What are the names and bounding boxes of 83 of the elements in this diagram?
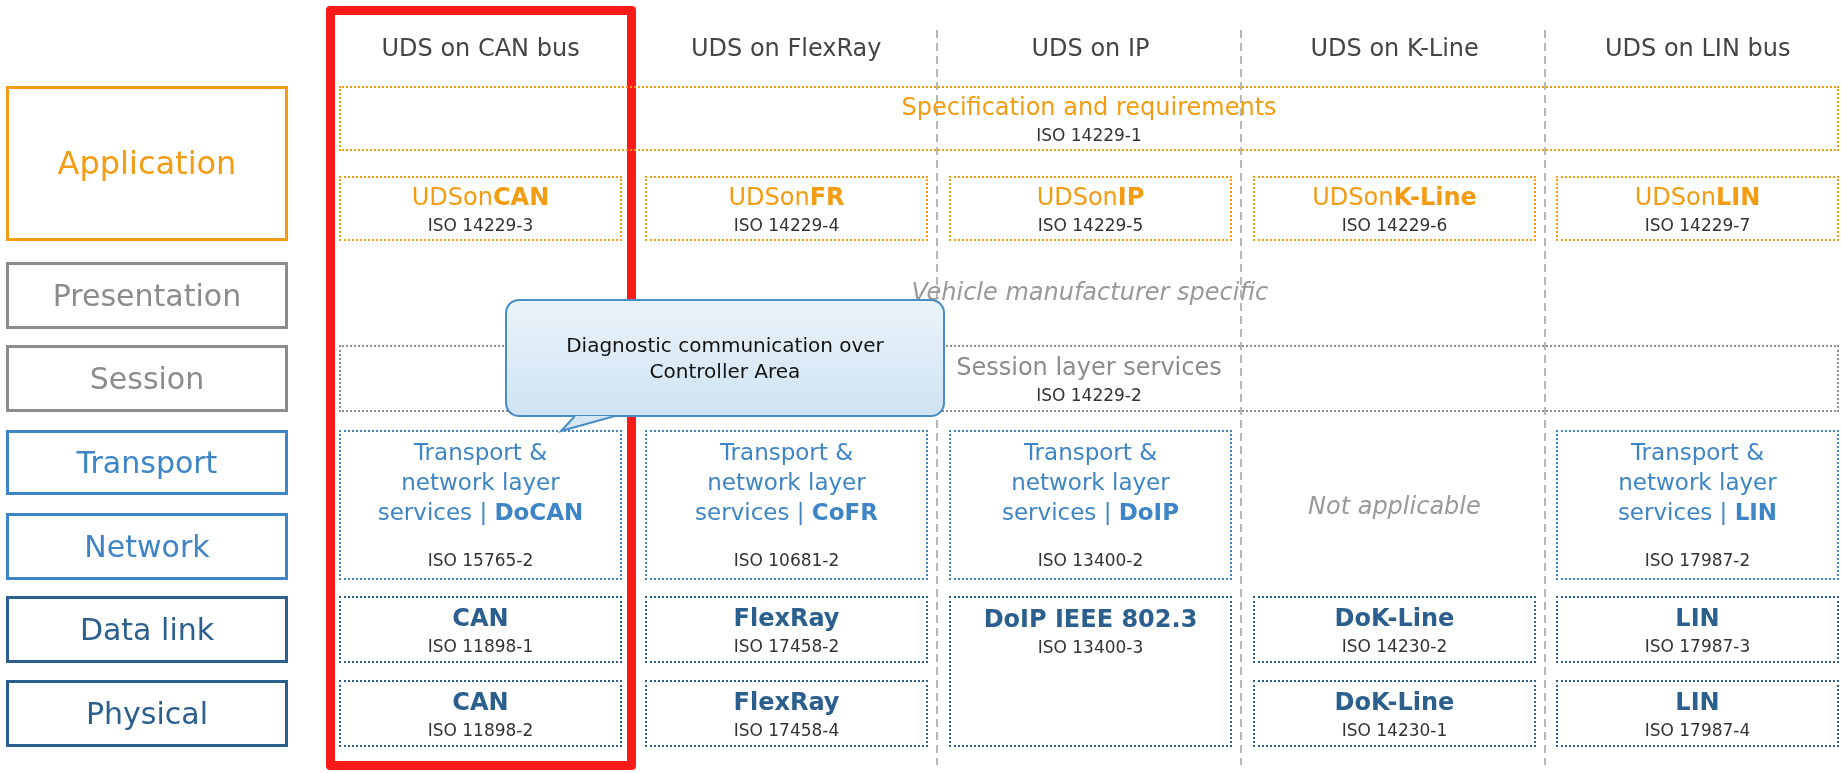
spec-box <box>645 596 928 663</box>
box-title: UDSonLIN <box>1634 181 1761 213</box>
box-title: DoIP IEEE 802.3 <box>983 604 1198 635</box>
spec-box <box>1253 176 1536 241</box>
layer-name: Presentation <box>52 277 242 315</box>
standard-number: ISO 14229-4 <box>733 215 840 236</box>
spec-box <box>339 86 1839 151</box>
standard-number: ISO 14229-5 <box>1037 215 1144 236</box>
spec-box <box>1253 596 1536 663</box>
spec-box <box>339 430 622 580</box>
box-title: UDSonFR <box>728 181 845 213</box>
layer-name: Network <box>84 528 210 566</box>
box-title: CAN <box>452 686 509 718</box>
column-heading: UDS on CAN bus <box>381 34 580 62</box>
layer-box <box>6 430 288 495</box>
box-title: CAN <box>452 602 509 634</box>
layer-box <box>6 513 288 580</box>
standard-number: ISO 14230-1 <box>1341 720 1448 741</box>
standard-number: ISO 15765-2 <box>427 550 534 570</box>
layer-name: Transport <box>76 444 218 482</box>
spec-box <box>1556 596 1839 663</box>
callout-bubble <box>505 299 945 417</box>
standard-number: ISO 14230-2 <box>1341 636 1448 657</box>
box-title: UDSonCAN <box>411 181 550 213</box>
spec-box <box>339 680 622 747</box>
column-heading: UDS on K-Line <box>1310 34 1479 62</box>
spec-box <box>645 176 928 241</box>
standard-number: ISO 14229-1 <box>1036 125 1142 146</box>
spec-box <box>1253 680 1536 747</box>
standard-number: ISO 17987-4 <box>1644 720 1751 741</box>
spec-box <box>1556 430 1839 580</box>
spec-box <box>949 430 1232 580</box>
box-title: UDSonK-Line <box>1312 181 1477 213</box>
standard-number: ISO 17458-2 <box>733 636 840 657</box>
layer-box <box>6 262 288 329</box>
box-title: Specification and requirements <box>901 91 1277 123</box>
layer-name: Data link <box>79 611 215 649</box>
layer-box <box>6 596 288 663</box>
spec-box <box>339 176 622 241</box>
layer-box <box>6 345 288 412</box>
layer-box <box>6 86 288 241</box>
standard-number: ISO 14229-2 <box>1036 385 1142 406</box>
note-text: Vehicle manufacturer specific <box>911 278 1269 306</box>
standard-number: ISO 14229-6 <box>1341 215 1448 236</box>
standard-number: ISO 10681-2 <box>733 550 840 570</box>
standard-number: ISO 17458-4 <box>733 720 840 741</box>
box-title: DoK-Line <box>1334 686 1455 718</box>
box-title: UDSonIP <box>1036 181 1145 213</box>
box-title: Transport & network layer services | DoIP <box>1000 438 1181 527</box>
standard-number: ISO 17987-2 <box>1644 550 1751 570</box>
column-heading: UDS on LIN bus <box>1605 34 1791 62</box>
callout-text: Diagnostic communication over Controller Area <box>565 332 885 384</box>
spec-box <box>1556 176 1839 241</box>
layer-name: Physical <box>85 695 208 733</box>
spec-box <box>645 680 928 747</box>
box-title: FlexRay <box>733 686 840 718</box>
box-title: Transport & network layer services | DoCAN <box>376 438 585 527</box>
note-text: Not applicable <box>1308 492 1481 520</box>
column-heading: UDS on IP <box>1031 34 1150 62</box>
standard-number: ISO 17987-3 <box>1644 636 1751 657</box>
standard-number: ISO 11898-2 <box>427 720 534 741</box>
standard-number: ISO 14229-3 <box>427 215 534 236</box>
box-title: LIN <box>1675 602 1720 634</box>
standard-number: ISO 13400-2 <box>1037 550 1144 570</box>
box-title: DoK-Line <box>1334 602 1455 634</box>
standard-number: ISO 14229-7 <box>1644 215 1751 236</box>
spec-box <box>339 596 622 663</box>
spec-box <box>949 596 1232 747</box>
box-title: LIN <box>1675 686 1720 718</box>
layer-box <box>6 680 288 747</box>
standard-number: ISO 11898-1 <box>427 636 534 657</box>
box-title: Transport & network layer services | LIN <box>1616 438 1779 527</box>
box-title: Session layer services <box>956 351 1222 383</box>
callout-tail <box>557 415 616 433</box>
column-heading: UDS on FlexRay <box>691 34 882 62</box>
spec-box <box>645 430 928 580</box>
spec-box <box>1556 680 1839 747</box>
box-title: FlexRay <box>733 602 840 634</box>
box-title: Transport & network layer services | CoFR <box>694 438 879 527</box>
layer-name: Session <box>89 360 205 398</box>
standard-number: ISO 13400-3 <box>1037 637 1144 658</box>
spec-box <box>949 176 1232 241</box>
layer-name: Application <box>57 142 237 184</box>
